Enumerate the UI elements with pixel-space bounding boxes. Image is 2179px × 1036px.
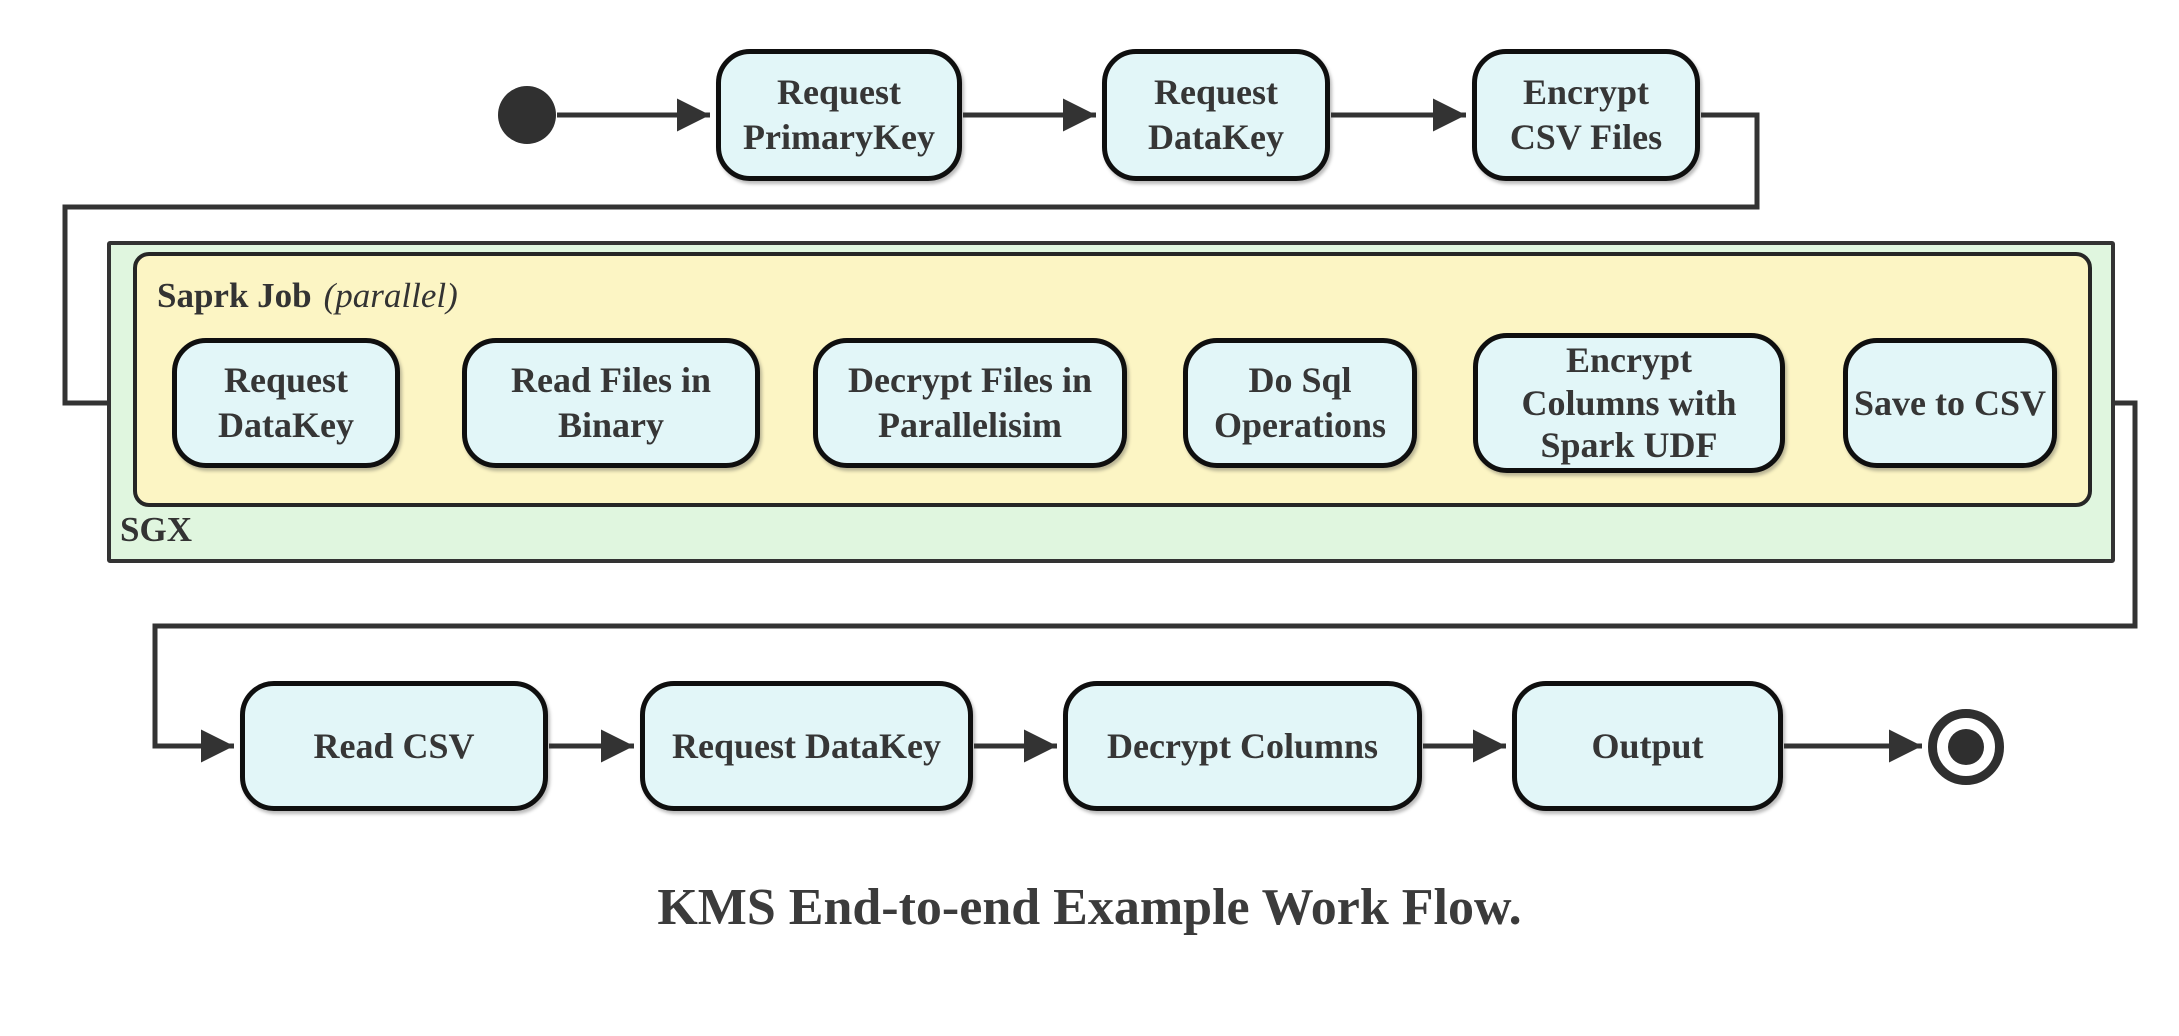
node-decrypt-files-in-parallelisim: Decrypt Files in Parallelisim — [813, 338, 1127, 468]
node-encrypt-csv-files: Encrypt CSV Files — [1472, 49, 1700, 181]
node-decrypt-columns: Decrypt Columns — [1063, 681, 1422, 811]
sgx-label: SGX — [120, 510, 192, 549]
node-request-datakey-top: Request DataKey — [1102, 49, 1330, 181]
node-encrypt-columns-with-spark-udf: Encrypt Columns with Spark UDF — [1473, 333, 1785, 473]
node-read-files-in-binary: Read Files in Binary — [462, 338, 760, 468]
edge-encrypt-csv-to-sgx-request-datakey — [62, 112, 1760, 420]
initial-state-node — [498, 86, 556, 144]
node-read-csv: Read CSV — [240, 681, 548, 811]
node-save-to-csv: Save to CSV — [1843, 338, 2057, 468]
final-state-node — [1928, 709, 2004, 785]
spark-job-qualifier: (parallel) — [323, 276, 458, 315]
node-sgx-request-datakey: Request DataKey — [172, 338, 400, 468]
diagram-title: KMS End-to-end Example Work Flow. — [657, 879, 1522, 936]
final-state-inner-dot — [1948, 729, 1984, 765]
node-request-primarykey: Request PrimaryKey — [716, 49, 962, 181]
node-output: Output — [1512, 681, 1783, 811]
node-request-datakey-bottom: Request DataKey — [640, 681, 973, 811]
spark-job-label-text: Saprk Job — [157, 276, 312, 315]
spark-job-label: Saprk Job (parallel) — [157, 276, 458, 316]
node-do-sql-operations: Do Sql Operations — [1183, 338, 1417, 468]
edge-save-csv-to-read-csv — [152, 400, 2138, 763]
